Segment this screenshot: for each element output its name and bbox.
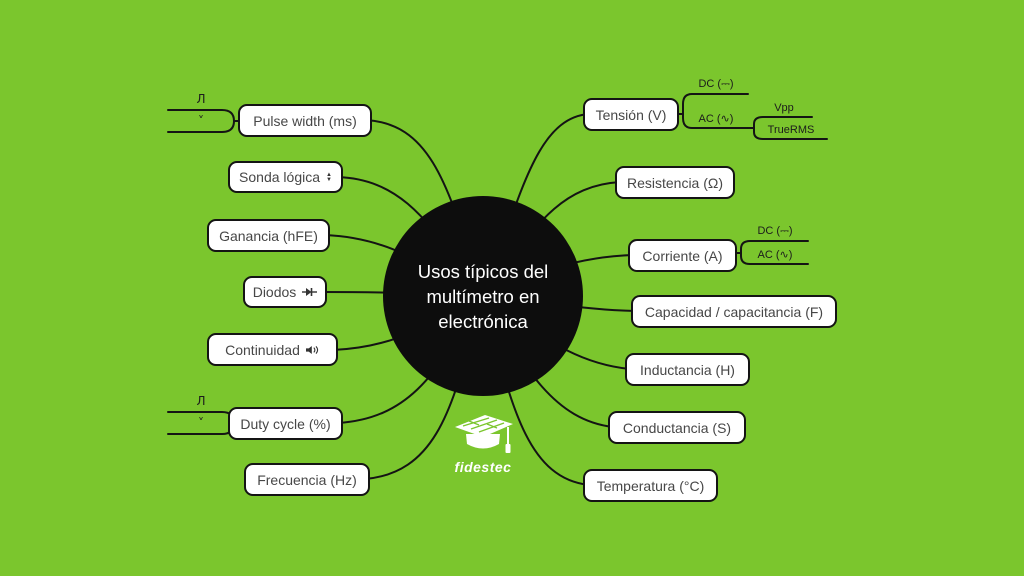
central-topic-line3: electrónica bbox=[438, 310, 528, 332]
topic-ganancia[interactable]: Ganancia (hFE) bbox=[207, 219, 330, 252]
topic-conductancia[interactable]: Conductancia (S) bbox=[608, 411, 746, 444]
topic-corriente[interactable]: Corriente (A) bbox=[628, 239, 737, 272]
topic-diodos-label: Diodos bbox=[252, 284, 297, 300]
topic-diodos[interactable]: Diodos bbox=[243, 276, 327, 308]
topic-frecuencia[interactable]: Frecuencia (Hz) bbox=[244, 463, 370, 496]
topic-temperatura-label: Temperatura (°C) bbox=[596, 477, 705, 494]
topic-ganancia-label: Ganancia (hFE) bbox=[219, 227, 318, 244]
topic-duty-cycle-label: Duty cycle (%) bbox=[240, 415, 331, 432]
sine-wave-label[interactable]: ˅ bbox=[198, 114, 204, 128]
sine-wave-label[interactable]: ˅ bbox=[198, 416, 204, 430]
topic-continuidad-label: Continuidad bbox=[225, 341, 300, 358]
speaker-sound-icon bbox=[305, 345, 320, 355]
topic-capacidad-label: Capacidad / capacitancia (F) bbox=[644, 303, 824, 320]
graduation-cap-circuit-icon bbox=[455, 415, 513, 453]
topic-sonda-logica-label: Sonda lógica bbox=[239, 169, 320, 185]
topic-pulse-width[interactable]: Pulse width (ms) bbox=[238, 104, 372, 137]
topic-temperatura[interactable]: Temperatura (°C) bbox=[583, 469, 718, 502]
topic-frecuencia-label: Frecuencia (Hz) bbox=[257, 471, 357, 488]
topic-tension[interactable]: Tensión (V) bbox=[583, 98, 679, 131]
subtopic-truerms[interactable]: TrueRMS bbox=[767, 124, 815, 136]
topic-corriente-label: Corriente (A) bbox=[642, 247, 723, 264]
central-topic-line2: multímetro en bbox=[426, 285, 540, 307]
up-down-arrows-icon: ▲▼ bbox=[326, 171, 332, 183]
bracket-tension-dc-ac bbox=[682, 93, 749, 129]
square-wave-label[interactable]: Л bbox=[196, 394, 206, 408]
diode-symbol-icon bbox=[302, 287, 318, 297]
central-topic[interactable]: Usos típicos del multímetro en electróni… bbox=[383, 196, 583, 396]
brand-name: fidestec bbox=[454, 459, 512, 475]
topic-resistencia-label: Resistencia (Ω) bbox=[626, 174, 724, 191]
subtopic-vpp[interactable]: Vpp bbox=[774, 102, 794, 114]
topic-pulse-width-label: Pulse width (ms) bbox=[253, 112, 357, 129]
topic-continuidad[interactable]: Continuidad bbox=[207, 333, 338, 366]
central-topic-line1: Usos típicos del bbox=[417, 260, 549, 282]
subtopic-corriente-dc[interactable]: DC (⎓) bbox=[757, 225, 793, 237]
subtopic-tension-ac[interactable]: AC (∿) bbox=[698, 113, 734, 125]
brand-logo: fidestec bbox=[443, 412, 523, 475]
topic-sonda-logica[interactable]: Sonda lógica ▲▼ bbox=[228, 161, 343, 193]
subtopic-corriente-ac[interactable]: AC (∿) bbox=[757, 249, 793, 261]
topic-conductancia-label: Conductancia (S) bbox=[622, 419, 732, 436]
subtopic-tension-dc[interactable]: DC (⎓) bbox=[698, 78, 734, 90]
topic-inductancia-label: Inductancia (H) bbox=[640, 361, 735, 378]
topic-duty-cycle[interactable]: Duty cycle (%) bbox=[228, 407, 343, 440]
topic-inductancia[interactable]: Inductancia (H) bbox=[625, 353, 750, 386]
topic-capacidad[interactable]: Capacidad / capacitancia (F) bbox=[631, 295, 837, 328]
topic-tension-label: Tensión (V) bbox=[595, 106, 667, 123]
topic-resistencia[interactable]: Resistencia (Ω) bbox=[615, 166, 735, 199]
square-wave-label[interactable]: Л bbox=[196, 92, 206, 106]
